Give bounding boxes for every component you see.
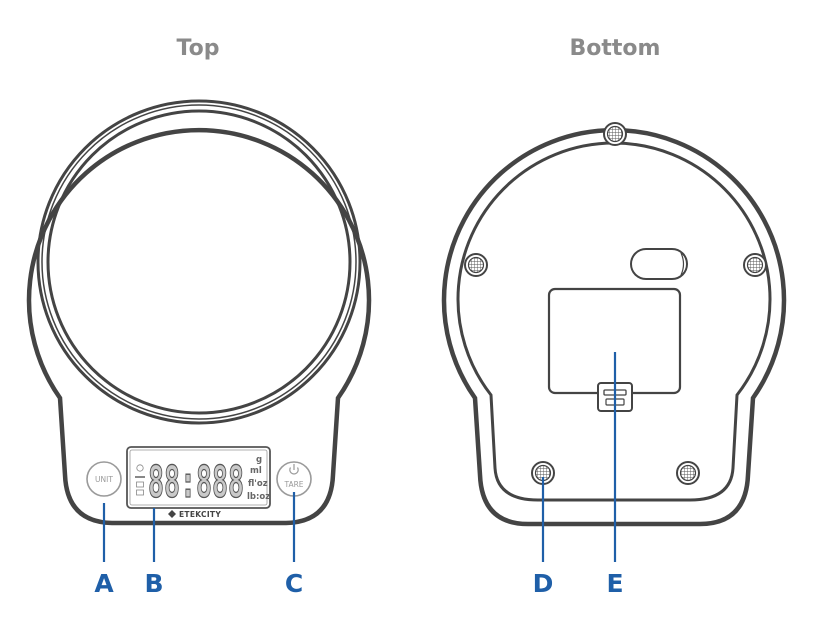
callout-label-e: E xyxy=(606,569,623,598)
display-unit-g: g xyxy=(256,455,262,465)
tare-button[interactable]: TARE xyxy=(276,461,312,497)
tare-button-label: TARE xyxy=(283,480,303,489)
scale-top-view: UNIT TARE 88:888 g ml fl'oz xyxy=(26,99,372,526)
callout-label-a: A xyxy=(94,569,114,598)
weighing-platform-inner-ring xyxy=(46,109,352,415)
top-view-title: Top xyxy=(177,36,220,61)
display-unit-floz: fl'oz xyxy=(248,479,268,489)
display-digits: 88:888 xyxy=(148,457,244,508)
scale-bottom-view xyxy=(441,122,787,527)
display-unit-ml: ml xyxy=(250,466,262,476)
weighing-platform-outer-ring xyxy=(36,99,362,425)
callout-label-d: D xyxy=(533,569,554,598)
callout-label-b: B xyxy=(144,569,163,598)
brand-logo: ETEKCITY xyxy=(168,510,221,519)
display-unit-lboz: lb:oz xyxy=(247,492,270,502)
bottom-view-title: Bottom xyxy=(570,36,661,61)
unit-button-label: UNIT xyxy=(95,475,113,484)
scale-bottom-body-inner xyxy=(456,141,772,502)
callout-lines xyxy=(102,352,617,562)
brand-name: ETEKCITY xyxy=(179,510,221,519)
rubber-foot-bottom-right xyxy=(676,461,700,485)
callout-labels: A B C D E xyxy=(94,569,623,598)
rubber-foot-right xyxy=(743,253,767,277)
callout-label-c: C xyxy=(285,569,303,598)
unit-button[interactable]: UNIT xyxy=(86,461,122,497)
display-indicator-icons xyxy=(135,464,145,496)
rubber-foot-left xyxy=(464,253,488,277)
lcd-display: 88:888 g ml fl'oz lb:oz xyxy=(126,446,271,509)
hanging-slot xyxy=(630,248,688,280)
weighing-platform-mid-ring xyxy=(41,104,357,420)
rubber-foot-top xyxy=(603,122,627,146)
power-icon xyxy=(289,464,299,475)
